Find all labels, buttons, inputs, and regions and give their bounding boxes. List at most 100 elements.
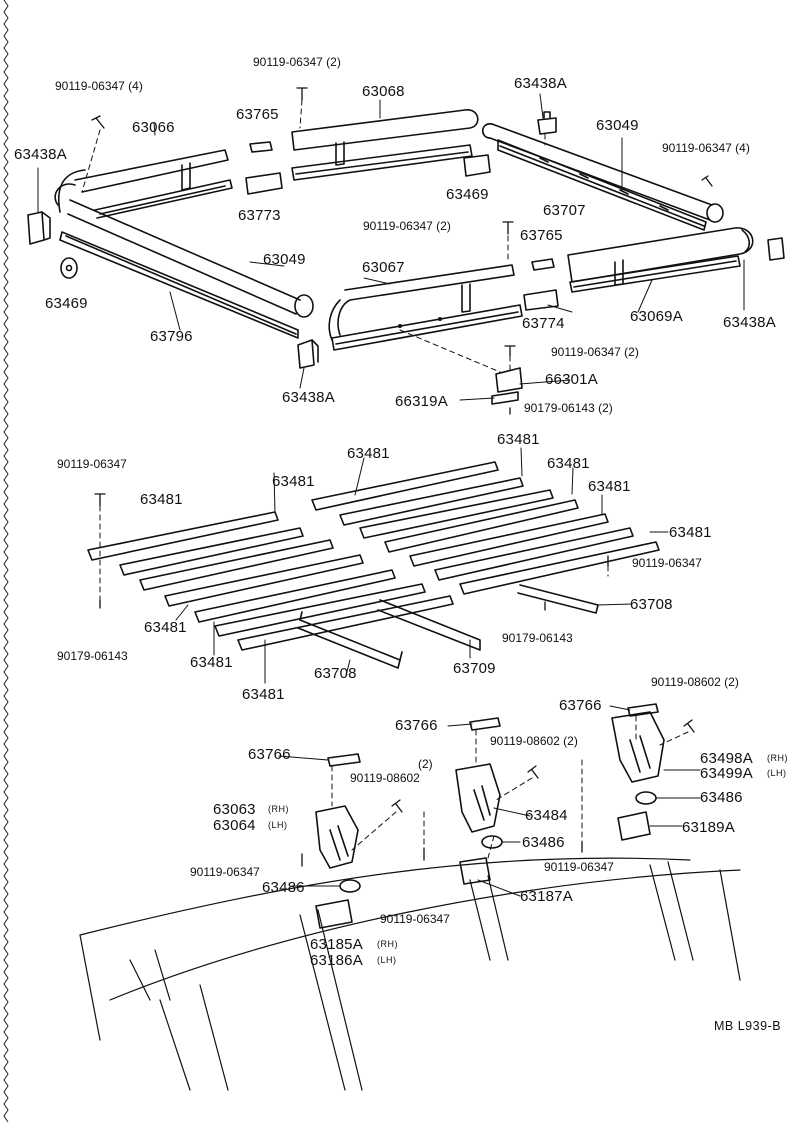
part-label: 63481 [242,686,285,703]
side-rail-63066 [58,149,233,219]
part-label: 63068 [362,83,405,100]
plate-63766-b [469,717,501,731]
part-label: 63189A [682,819,735,836]
pad-63486-c [635,791,657,805]
part-label: 63498A [700,750,753,767]
end-cap-63438A-top [537,111,557,135]
part-label: 63796 [150,328,193,345]
bracket-66301A [491,367,523,405]
mount-63484 [455,763,501,833]
bolt-label: 90179-06143 [502,631,573,645]
part-label: 63709 [453,660,496,677]
side-marker: (RH) [377,939,398,949]
part-label: 63481 [140,491,183,508]
part-label: 63438A [723,314,776,331]
perforated-edge [3,0,9,1123]
part-label: 63185A [310,936,363,953]
bolt-label: 90119-08602 (2) [490,734,578,748]
part-label: 63186A [310,952,363,969]
rear-rail-63068 [291,109,479,181]
part-label: 63708 [630,596,673,613]
part-label: 63481 [547,455,590,472]
bolt-label: 90119-06347 (4) [662,141,750,155]
bolt-label: 90119-08602 (2) [651,675,739,689]
slat-group-left [87,511,481,669]
bolt-label: 90119-06347 (2) [253,55,341,69]
part-label: 63069A [630,308,683,325]
pad-63469-left [60,257,78,279]
end-cap-63438A-bottom [297,339,319,369]
part-label: 63765 [520,227,563,244]
part-label: 63773 [238,207,281,224]
drawing-code: MB L939-B [714,1019,782,1033]
side-marker: (LH) [767,768,787,778]
part-label: 63481 [144,619,187,636]
part-label: 63438A [514,75,567,92]
bolt-label: 90179-06143 [57,649,128,663]
part-label: 63486 [522,834,565,851]
part-label: 63066 [132,119,175,136]
mount-63498A-63499A [611,711,665,783]
part-label: 63707 [543,202,586,219]
side-marker: (RH) [268,804,289,814]
part-label: 63766 [559,697,602,714]
part-label: 63469 [446,186,489,203]
part-label: 63049 [596,117,639,134]
bolt-label: 90119-08602 [350,771,420,785]
mount-63063-63064 [315,805,359,869]
part-label: 63438A [282,389,335,406]
part-label: 66319A [395,393,448,410]
plate-63774 [523,289,559,311]
part-label: 63499A [700,765,753,782]
part-label: 63187A [520,888,573,905]
plate-63766-c [627,703,659,717]
bolt-qty: (2) [418,757,433,771]
part-label: 63774 [522,315,565,332]
part-label: 63481 [347,445,390,462]
side-rail-63069A [567,227,754,293]
part-label: 63049 [263,251,306,268]
part-label: 63486 [700,789,743,806]
bolt-label: 90119-06347 (2) [363,219,451,233]
end-cap-63438A-left [27,211,51,245]
plate-63766-a [327,753,361,767]
part-label: 66301A [545,371,598,388]
part-label: 63486 [262,879,305,896]
bolt-label: 90179-06143 (2) [524,401,613,415]
pad-63486-b [481,835,503,849]
side-marker: (LH) [268,820,288,830]
part-label: 63481 [272,473,315,490]
end-cap-63438A-right [767,237,785,261]
bolt-label: 90119-06347 [57,457,127,471]
side-marker: (RH) [767,753,788,763]
bolt-label: 90119-06347 [544,860,614,874]
front-rail-63067 [328,264,523,351]
bolt-label: 90119-06347 (2) [551,345,639,359]
part-label: 63481 [669,524,712,541]
part-label: 63481 [190,654,233,671]
bolt-label: 90119-06347 [380,912,450,926]
base-63189A [617,811,651,841]
channel-63707 [497,139,707,231]
side-marker: (LH) [377,955,397,965]
part-label: 63067 [362,259,405,276]
clip-63765-b [531,258,555,271]
part-label: 63481 [588,478,631,495]
bolt-label: 90119-06347 [190,865,260,879]
side-rail-63796 [59,231,299,339]
plate-63773 [245,172,283,195]
part-label: 63766 [395,717,438,734]
pad-63469-top [463,154,491,177]
part-label: 63438A [14,146,67,163]
pad-63486-a [339,879,361,893]
part-label: 63481 [497,431,540,448]
car-body-outline [79,857,741,1091]
part-label: 63765 [236,106,279,123]
part-label: 63469 [45,295,88,312]
part-label: 63063 [213,801,256,818]
part-label: 63064 [213,817,256,834]
base-63185A-63186A [315,899,353,929]
part-label: 63766 [248,746,291,763]
part-label: 63708 [314,665,357,682]
